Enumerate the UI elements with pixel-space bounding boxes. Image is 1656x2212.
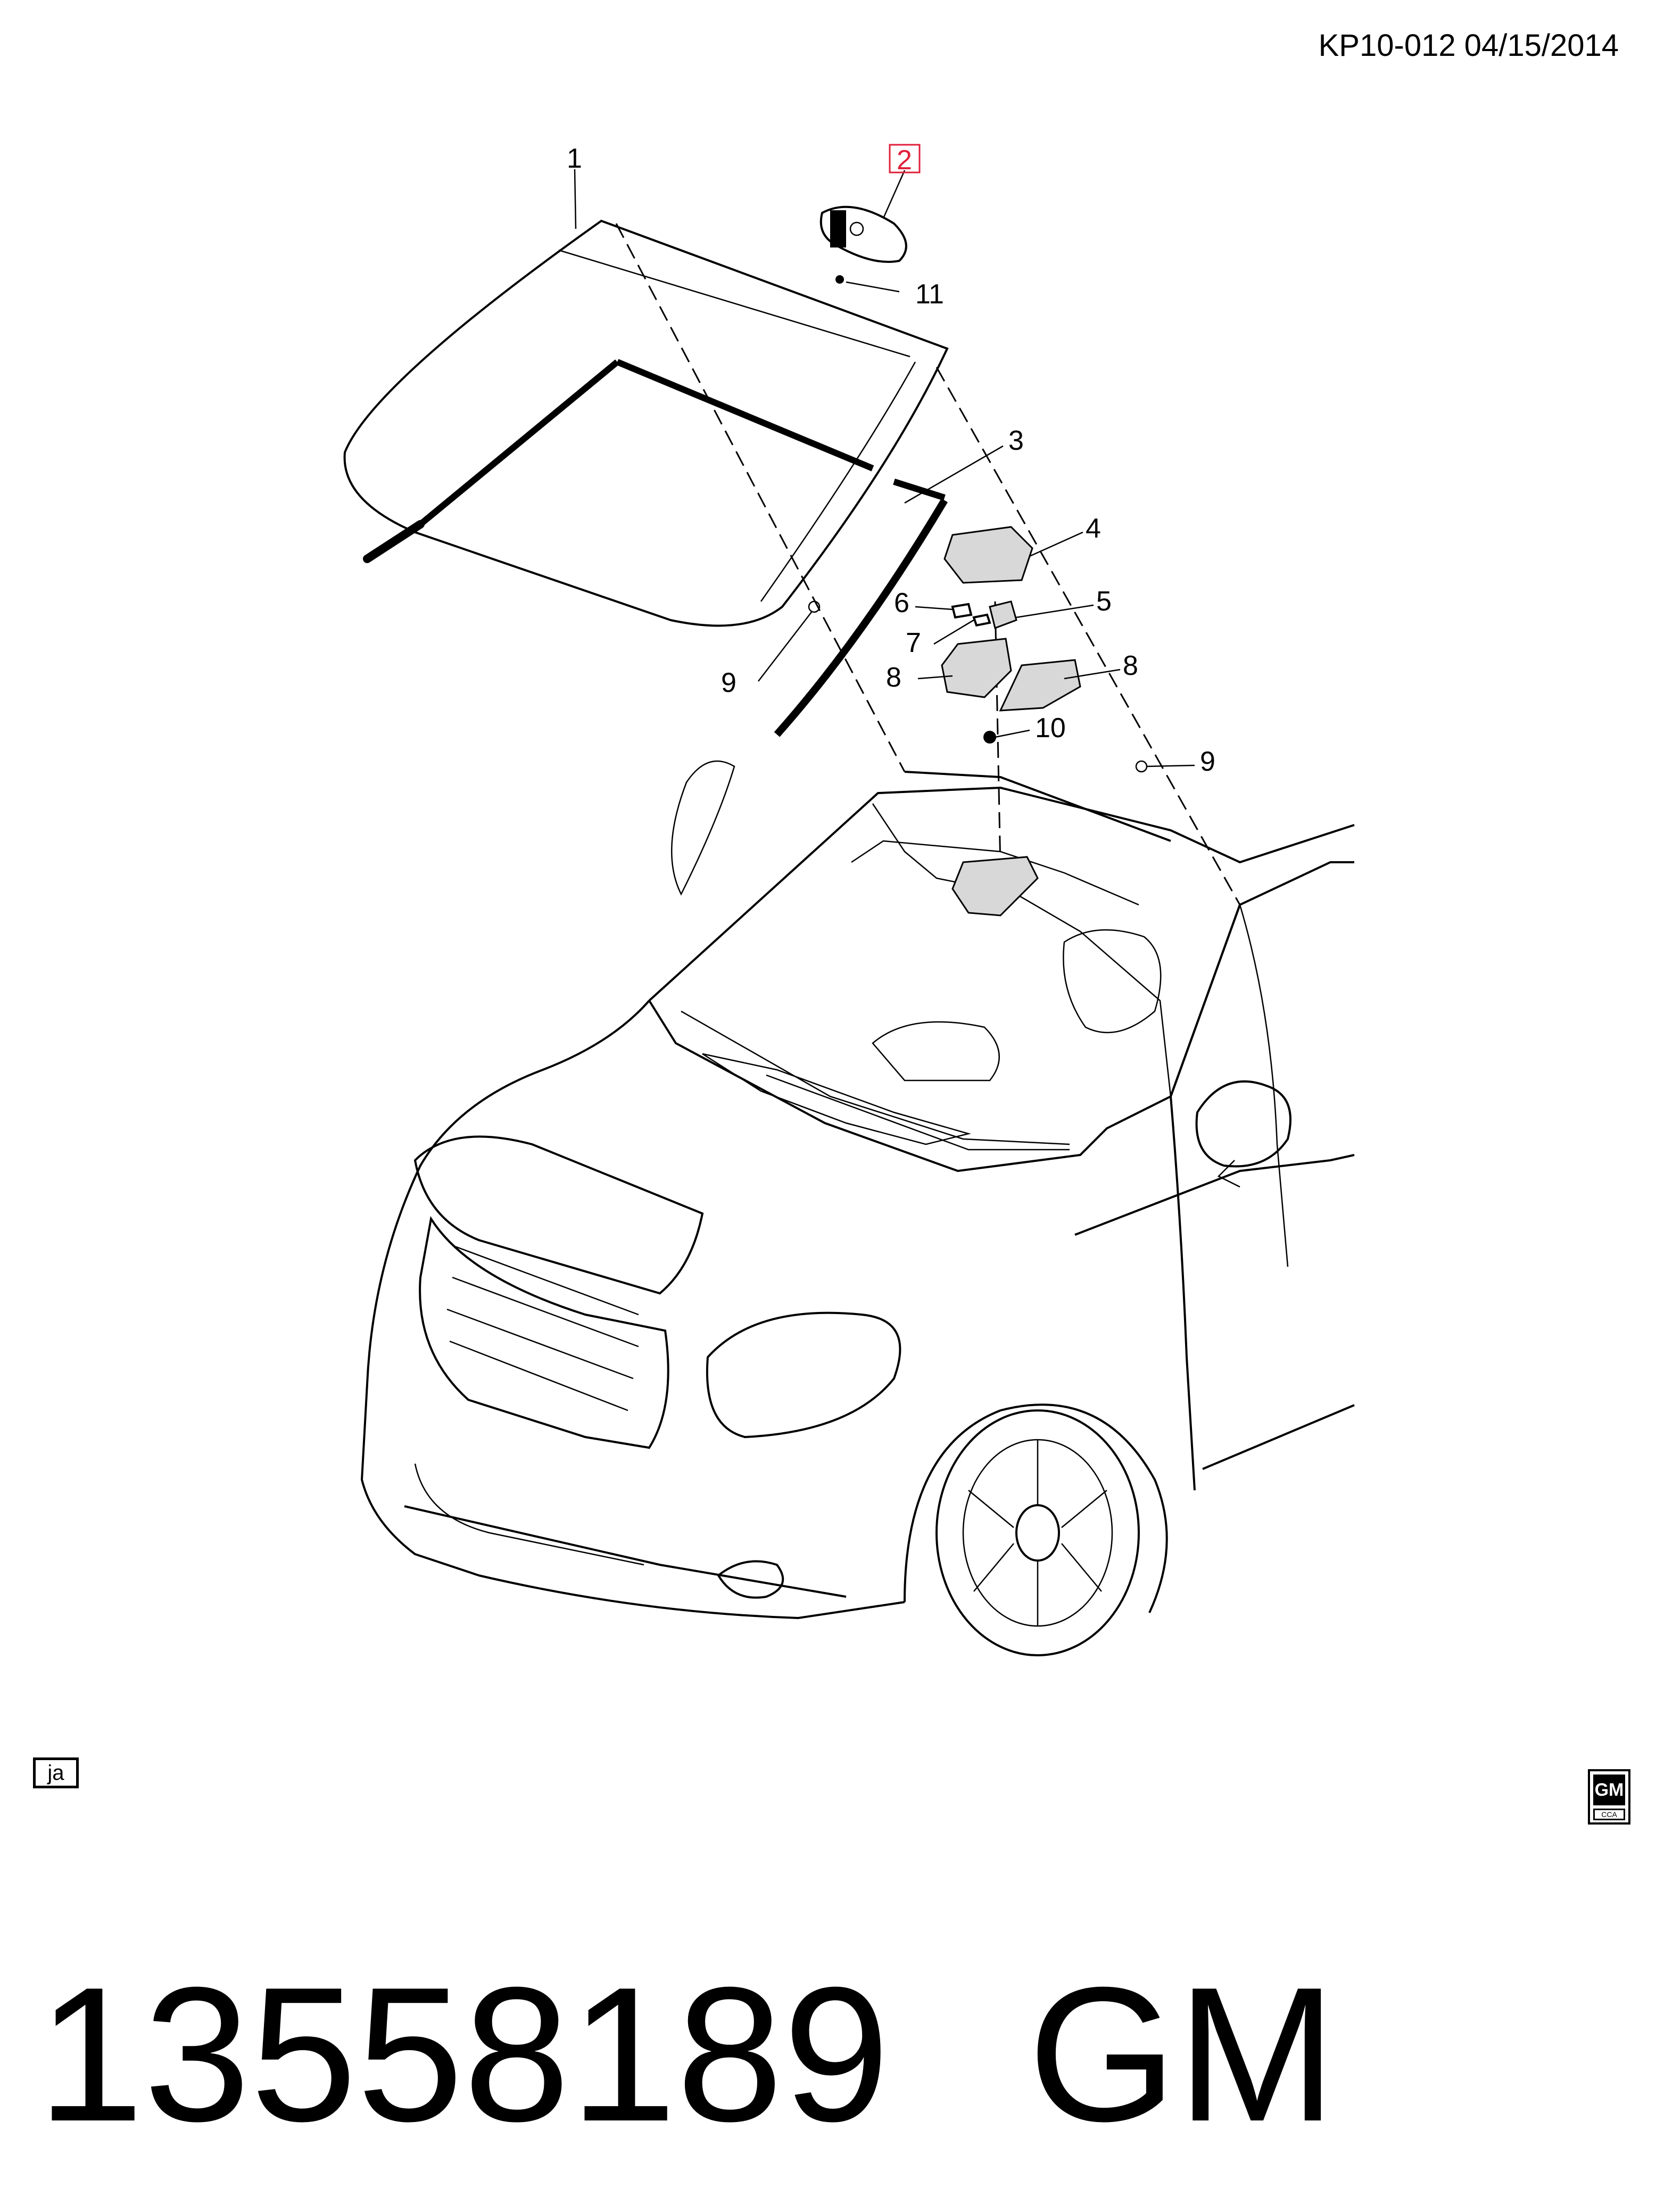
callout-2-highlight <box>889 144 921 174</box>
callout-8-left: 8 <box>886 662 901 693</box>
callout-labels: 1 2 3 4 5 6 7 8 8 9 9 10 11 <box>567 143 1215 777</box>
callout-4: 4 <box>1086 513 1101 544</box>
language-tag: ja <box>33 1757 79 1788</box>
mirror-cover-parts <box>808 526 1148 773</box>
gm-logo-mark: GM <box>1593 1774 1625 1805</box>
parts-diagram: 1 2 3 4 5 6 7 8 8 9 9 10 11 <box>343 143 1355 1656</box>
callout-2: 2 <box>897 145 912 176</box>
callout-5: 5 <box>1096 586 1112 617</box>
callout-7: 7 <box>906 628 921 658</box>
callout-10: 10 <box>1035 713 1066 744</box>
callout-1: 1 <box>567 143 582 174</box>
windshield-molding <box>363 359 948 737</box>
callout-3: 3 <box>1008 425 1024 456</box>
callout-9-right: 9 <box>1200 746 1215 777</box>
gm-cca-logo: GM CCA <box>1588 1769 1630 1825</box>
part-number-footer: 13558189 GM <box>37 1943 1337 2166</box>
diagram-reference: KP10-012 04/15/2014 <box>1318 28 1619 63</box>
callout-9-left: 9 <box>721 667 736 698</box>
assembly-guide-lines <box>615 223 1241 905</box>
callout-11: 11 <box>915 279 944 310</box>
windshield-glass <box>343 219 949 627</box>
rearview-mirror <box>819 205 907 284</box>
callout-8-right: 8 <box>1123 650 1138 681</box>
callout-leaders <box>574 169 1195 767</box>
cca-logo-mark: CCA <box>1593 1809 1625 1820</box>
part-number: 13558189 <box>37 1947 890 2161</box>
callout-6: 6 <box>894 588 909 618</box>
brand-name: GM <box>1028 1947 1337 2161</box>
vehicle-body <box>360 760 1355 1656</box>
